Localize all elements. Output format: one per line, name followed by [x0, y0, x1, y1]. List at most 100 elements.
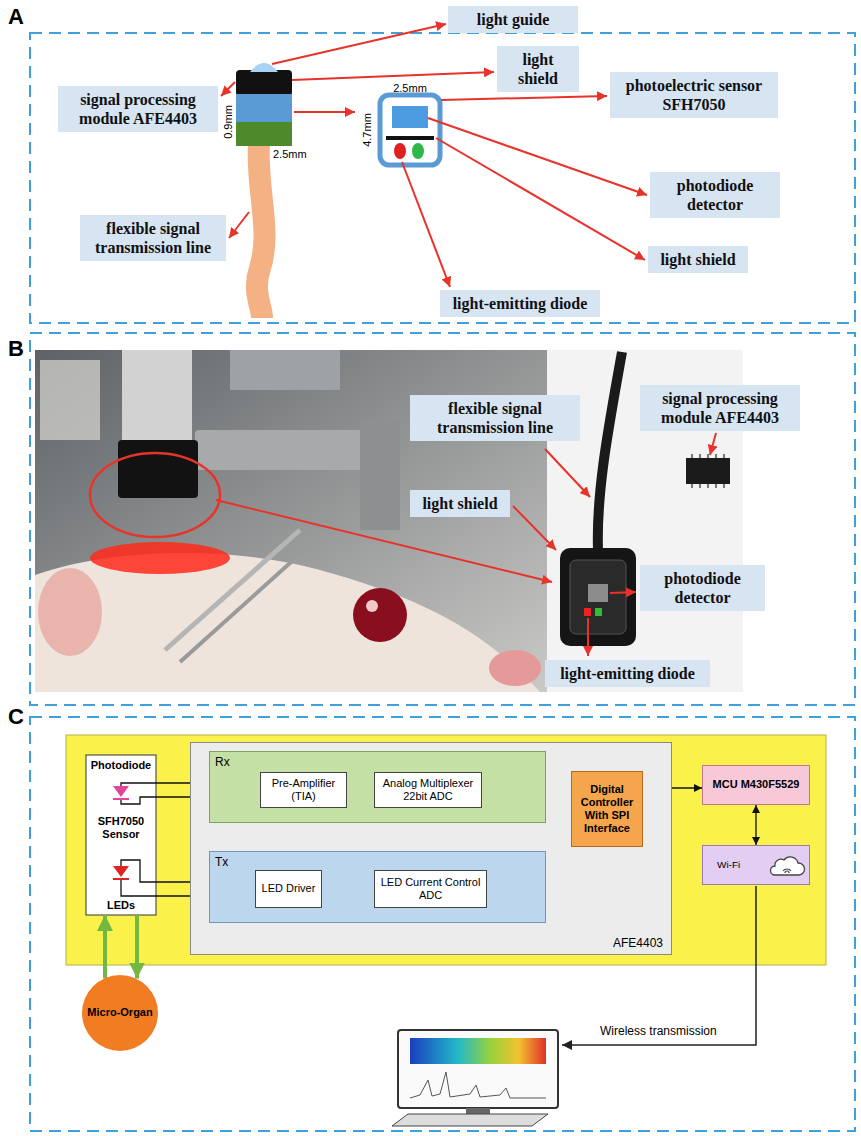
rx-block: RxPre-Amplifier (TIA) Analog Multiplexer … — [209, 751, 546, 823]
leader-line — [436, 138, 645, 260]
cloud-icon — [771, 857, 805, 875]
chip-box: AFE4403 RxPre-Amplifier (TIA) Analog Multi… — [190, 742, 672, 955]
node-text: photodiode detector — [656, 176, 774, 214]
node-text: flexible signal transmission line — [416, 399, 574, 437]
link-label: Wireless transmission — [598, 1024, 719, 1038]
rat-nose — [489, 650, 541, 686]
leader-line — [292, 72, 494, 80]
leader-line — [221, 82, 235, 96]
label-box: light shield — [497, 46, 579, 92]
afe-chip — [686, 458, 730, 484]
probe-head — [118, 440, 198, 498]
red-led — [584, 608, 591, 616]
holder-post — [360, 420, 400, 530]
flex-cable — [257, 144, 265, 318]
panel-frame — [30, 33, 855, 323]
dimension: 0.9mm — [222, 105, 234, 139]
node-text: Rx — [215, 755, 230, 769]
highlight-ring — [90, 453, 220, 537]
probe-closeup — [560, 548, 636, 646]
node-text: photodiode detector — [646, 569, 759, 607]
panel-letter: C — [8, 706, 24, 728]
controller-box: Digital Controller With SPI Interface — [571, 771, 643, 847]
led-symbol — [113, 866, 129, 877]
eye-highlight — [366, 600, 378, 612]
label-box: light shield — [648, 246, 748, 273]
dimension: 4.7mm — [361, 113, 373, 147]
afe-layer — [236, 122, 292, 146]
label-box: light guide — [448, 6, 578, 33]
monitor-stand — [466, 1108, 490, 1114]
leader-line — [545, 449, 590, 497]
holder-arm — [195, 430, 370, 470]
photodiode-symbol — [113, 786, 129, 797]
monitor — [398, 1030, 558, 1108]
dimension: 2.5mm — [273, 148, 307, 160]
panel-frame — [30, 717, 855, 1131]
sensor-layer — [236, 94, 292, 122]
sensor-wire — [121, 860, 156, 896]
leader-line — [229, 212, 249, 238]
label-box: light-emitting diode — [440, 290, 600, 317]
green-led — [595, 608, 602, 616]
label-box: flexible signal transmission line — [410, 395, 580, 441]
node-text: AFE4403 — [613, 936, 663, 950]
panel-letter: A — [8, 6, 24, 28]
board-area — [66, 735, 826, 965]
node-text: signal processing module AFE4403 — [646, 389, 794, 427]
leader-line — [610, 592, 636, 593]
node-text: light shield — [654, 250, 742, 269]
label-box: light shield — [410, 490, 510, 517]
organ-circle: Micro-Organ — [82, 975, 158, 1051]
photodiode-chip — [588, 584, 608, 602]
leader-line — [587, 618, 589, 656]
label-box: light-emitting diode — [545, 660, 710, 687]
node-text: light shield — [503, 50, 573, 88]
mcu-box: MCU M430F5529 — [702, 765, 810, 805]
node-text: light shield — [416, 494, 504, 513]
chip-pins — [692, 454, 724, 488]
process-box: LED Current Control ADC — [374, 870, 487, 908]
rat-head — [35, 553, 540, 692]
connector — [755, 805, 756, 845]
red-led — [394, 143, 406, 159]
node-text: light-emitting diode — [551, 664, 704, 683]
process-box: Pre-Amplifier (TIA) — [260, 772, 347, 808]
node-text: Analog Multiplexer 22bit ADC — [379, 777, 477, 803]
shield-bar — [386, 136, 434, 140]
node-text: Micro-Organ — [87, 1006, 152, 1019]
panel-letter: B — [8, 338, 24, 360]
lab-equipment — [230, 350, 340, 390]
red-glow — [90, 542, 230, 574]
node-text: Tx — [215, 855, 228, 869]
leader-line — [294, 111, 355, 113]
green-led — [412, 143, 424, 159]
light-shield-cap — [236, 70, 292, 96]
node-text: Wi-Fi — [717, 859, 740, 871]
photodiode-area — [392, 106, 428, 128]
sensor-outline — [86, 755, 156, 915]
leader-line — [710, 433, 716, 455]
keyboard — [392, 1114, 548, 1126]
node-text: light-emitting diode — [446, 294, 594, 313]
photodiode-symbol — [113, 798, 129, 800]
node-text: flexible signal transmission line — [86, 219, 220, 257]
wifi-box: Wi-Fi — [702, 845, 810, 885]
label-box: photoelectric sensor SFH7050 — [610, 72, 778, 118]
node-text: signal processing module AFE4403 — [64, 90, 212, 128]
node-text: Photodiode — [86, 759, 156, 772]
leader-line — [513, 506, 556, 550]
label-box: photodiode detector — [650, 172, 780, 218]
process-box: LED Driver — [255, 870, 322, 908]
node-text: light guide — [454, 10, 572, 29]
node-text: LEDs — [86, 899, 156, 912]
node-text: MCU M430F5529 — [713, 778, 800, 791]
process-box: Analog Multiplexer 22bit ADC — [374, 772, 482, 808]
led-symbol — [113, 878, 129, 880]
leader-lines — [221, 24, 647, 287]
dimension: 2.5mm — [393, 82, 427, 94]
sensor-box: PhotodiodeSFH7050 SensorLEDs — [86, 755, 156, 915]
tx-block: TxLED Driver LED Current Control ADC — [209, 851, 546, 923]
